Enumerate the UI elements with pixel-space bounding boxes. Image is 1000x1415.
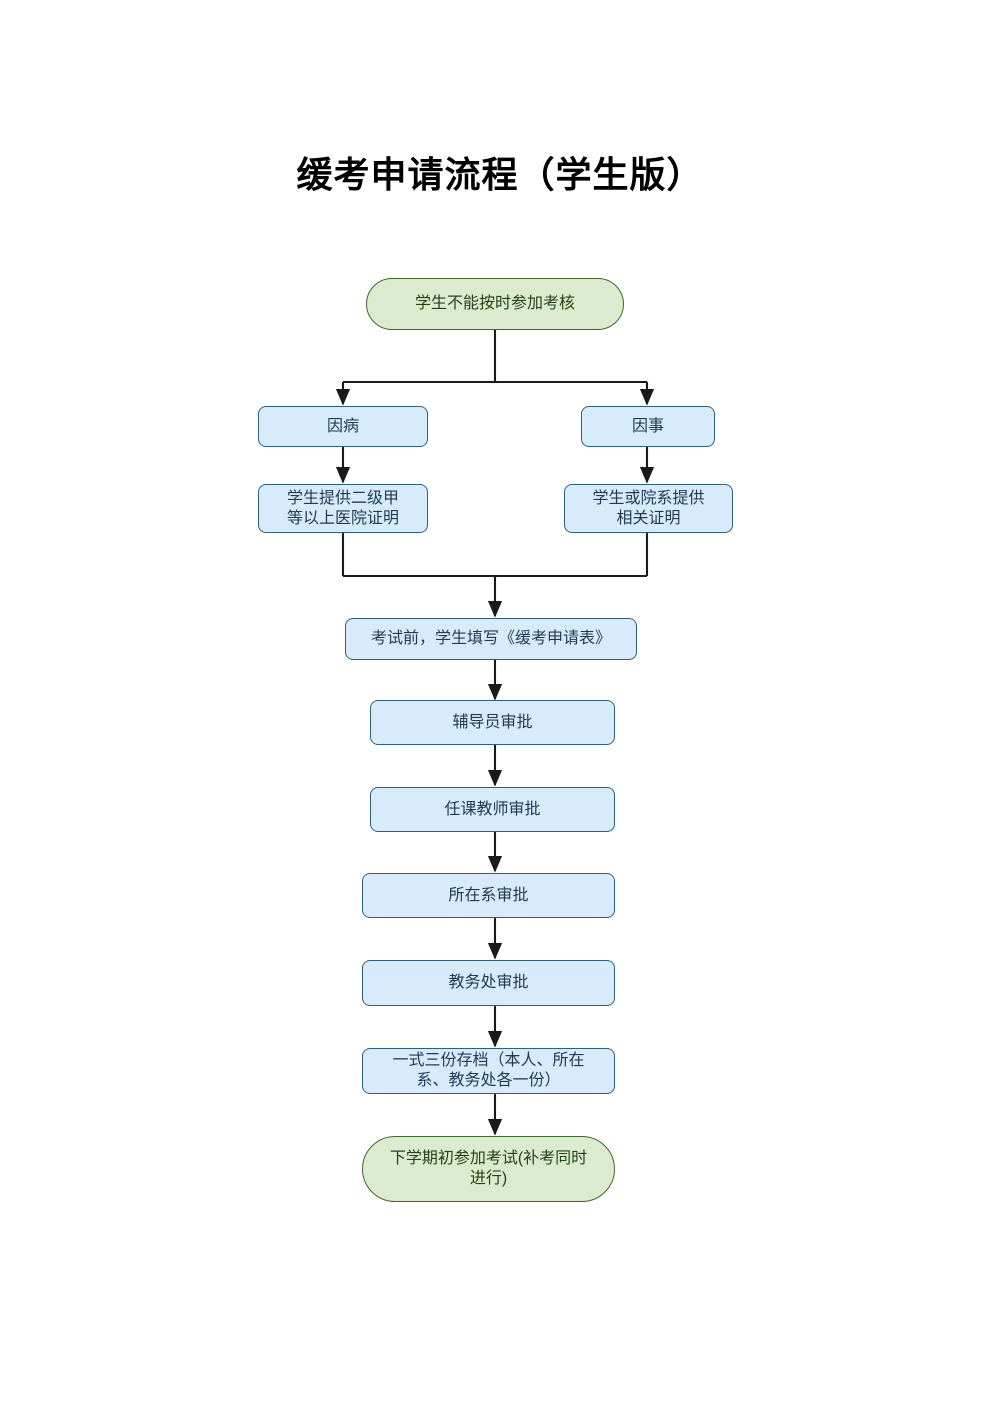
node-archive-three-copies-label: 一式三份存档（本人、所在 系、教务处各一份） bbox=[392, 1052, 585, 1089]
node-fill-application-form-label: 考试前，学生填写《缓考申请表》 bbox=[370, 630, 611, 647]
node-reason-illness-label: 因病 bbox=[326, 417, 359, 435]
node-academic-affairs-approval-label: 教务处审批 bbox=[448, 974, 529, 991]
node-archive-three-copies: 一式三份存档（本人、所在 系、教务处各一份） bbox=[362, 1048, 615, 1094]
node-reason-personal-label: 因事 bbox=[631, 417, 664, 435]
node-counselor-approval: 辅导员审批 bbox=[370, 700, 615, 745]
node-fill-application-form: 考试前，学生填写《缓考申请表》 bbox=[345, 618, 637, 660]
node-start-label: 学生不能按时参加考核 bbox=[414, 295, 575, 312]
node-academic-affairs-approval: 教务处审批 bbox=[362, 960, 615, 1006]
node-proof-hospital: 学生提供二级甲 等以上医院证明 bbox=[258, 484, 428, 533]
node-proof-related: 学生或院系提供 相关证明 bbox=[564, 484, 733, 533]
node-counselor-approval-label: 辅导员审批 bbox=[452, 713, 533, 731]
node-end-label: 下学期初参加考试(补考同时 进行) bbox=[389, 1150, 588, 1187]
node-end: 下学期初参加考试(补考同时 进行) bbox=[362, 1136, 615, 1202]
node-proof-hospital-label: 学生提供二级甲 等以上医院证明 bbox=[286, 489, 399, 527]
node-department-approval: 所在系审批 bbox=[362, 873, 615, 918]
page-title: 缓考申请流程（学生版） bbox=[296, 154, 704, 196]
node-teacher-approval-label: 任课教师审批 bbox=[444, 800, 541, 818]
node-department-approval-label: 所在系审批 bbox=[448, 886, 529, 904]
node-reason-personal: 因事 bbox=[581, 406, 715, 447]
node-teacher-approval: 任课教师审批 bbox=[370, 787, 615, 832]
node-start: 学生不能按时参加考核 bbox=[366, 278, 624, 330]
node-reason-illness: 因病 bbox=[258, 406, 428, 447]
node-proof-related-label: 学生或院系提供 相关证明 bbox=[592, 489, 705, 527]
